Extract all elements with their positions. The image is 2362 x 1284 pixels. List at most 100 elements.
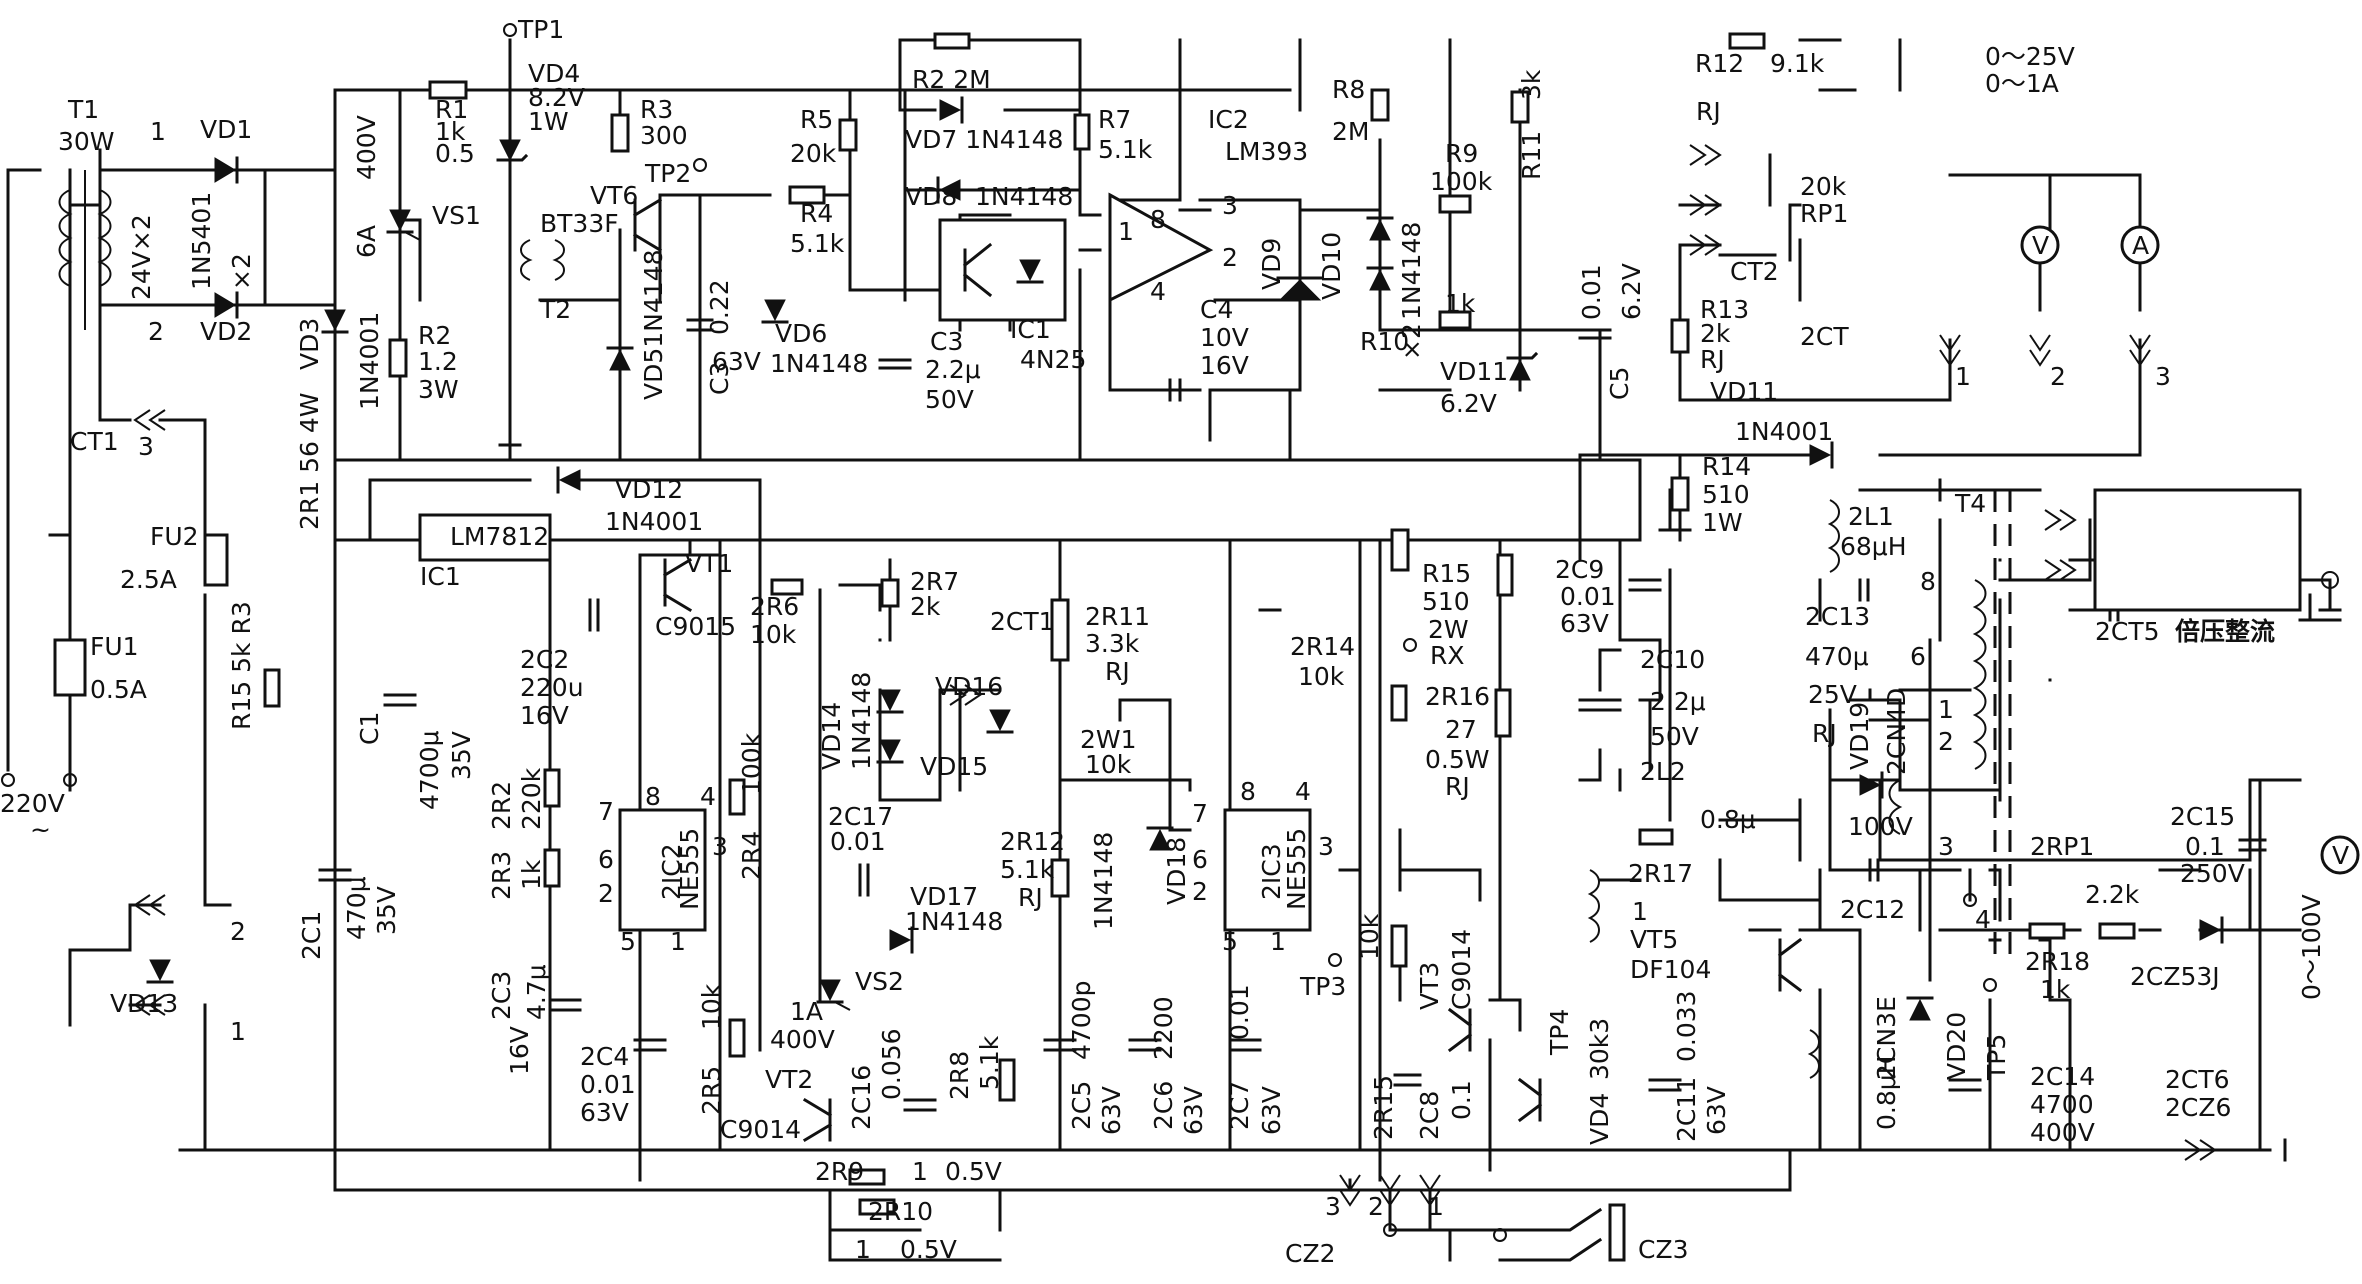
- label-2c14: 2C14: [2030, 1062, 2095, 1091]
- label-vd17-type: 1N4148: [905, 907, 1003, 936]
- label-tp5: TP5: [1982, 1034, 2011, 1081]
- label-r14-v: 510: [1702, 480, 1750, 509]
- label-vd18-type: 1N4148: [1089, 832, 1118, 930]
- label-ic1b: IC1: [420, 562, 461, 591]
- label-2r11-t: RJ: [1105, 657, 1130, 686]
- label-2r9: 2R9: [815, 1157, 864, 1186]
- label-x2: ×2: [227, 253, 256, 290]
- label-vt3: VT3: [1415, 962, 1444, 1010]
- label-vd15: VD15: [920, 752, 988, 781]
- label-vd17: VD17: [910, 882, 978, 911]
- diode-vd10: [1366, 216, 1394, 241]
- label-df104: DF104: [1630, 955, 1711, 984]
- label-2r9-w: 0.5V: [945, 1157, 1002, 1186]
- label-vt6: VT6: [590, 181, 638, 210]
- label-2r1: 2R1 56 4W: [295, 392, 324, 530]
- label-2r4-v: 100k: [737, 732, 766, 795]
- label-c9014: C9014: [720, 1115, 801, 1144]
- label-ne555b: NE555: [1282, 828, 1311, 910]
- label-n1: 1: [150, 117, 166, 146]
- label-2r10: 2R10: [868, 1197, 933, 1226]
- label-c3b-w: 50V: [925, 385, 974, 414]
- inductor-l2: [1587, 869, 1600, 943]
- wires: [6, 38, 2342, 1262]
- label-2r17-v: 0.8μ: [1700, 805, 1756, 834]
- label-2r14: 2R14: [1290, 632, 1355, 661]
- label-r3: R3: [640, 95, 673, 124]
- label-cz2-2: 2: [1368, 1192, 1384, 1221]
- label-r11: R11: [1517, 131, 1546, 180]
- label-1n5401: 1N5401: [187, 192, 216, 290]
- label-vd20-type: 2CN3E: [1872, 996, 1901, 1080]
- label-bt33f: BT33F: [540, 209, 619, 238]
- label-2c13: 2C13: [1805, 602, 1870, 631]
- label-meter-v: 0～25V: [1985, 42, 2075, 71]
- label-2r16-t: RJ: [1445, 772, 1470, 801]
- transformer-t4: [1888, 579, 1987, 835]
- label-2ic3-p2: 2: [1192, 877, 1208, 906]
- label-r11-v: 3k: [1517, 69, 1546, 100]
- label-c4-v: 10V: [1200, 323, 1249, 352]
- label-r15r3: R15 5k R3: [227, 601, 256, 730]
- component-labels: T1 30W 1 2 24V×2 VD1 VD2 1N5401 ×2 CT1 3…: [0, 15, 2349, 1268]
- label-cz2-3: 3: [1325, 1192, 1341, 1221]
- label-2c16: 2C16: [847, 1065, 876, 1130]
- label-2r16-v: 27: [1445, 715, 1477, 744]
- label-2ic2-p1: 1: [670, 927, 686, 956]
- label-2ct: 2CT: [1800, 322, 1849, 351]
- label-vs1-v1: 400V: [352, 115, 381, 180]
- label-c4-w: 16V: [1200, 351, 1249, 380]
- label-cz3: CZ3: [1638, 1235, 1689, 1264]
- label-vd11: VD11: [1440, 357, 1508, 386]
- diode-vd6: [761, 299, 789, 324]
- diode-vd13: [146, 959, 174, 984]
- label-2c5-w: 63V: [1097, 1086, 1126, 1135]
- diode-vd14b: [876, 739, 904, 764]
- label-2c4: 2C4: [580, 1042, 629, 1071]
- label-2ic2-p3: 3: [712, 832, 728, 861]
- diode-vd7: [939, 96, 964, 124]
- label-r7-v: 5.1k: [1098, 135, 1153, 164]
- label-c1-w: 35V: [447, 731, 476, 780]
- label-2ic3-p1: 1: [1270, 927, 1286, 956]
- label-vd14: VD14: [817, 702, 846, 770]
- diode-vd14: [876, 689, 904, 714]
- label-2c15: 2C15: [2170, 802, 2235, 831]
- label-2r12: 2R12: [1000, 827, 1065, 856]
- label-c3b: C3: [930, 327, 963, 356]
- label-r10: R10: [1360, 327, 1409, 356]
- label-2ic2: 2IC2: [657, 843, 686, 900]
- label-2c3: 2C3: [487, 971, 516, 1020]
- label-c5: C5: [1605, 367, 1634, 400]
- label-vs2-v: 1A: [790, 997, 823, 1026]
- label-t4-2: 2: [1938, 727, 1954, 756]
- label-2c10-w: 50V: [1650, 722, 1699, 751]
- label-vd8: VD8: [905, 182, 957, 211]
- label-vd11b: VD11: [1710, 377, 1778, 406]
- label-ct2: CT2: [1730, 257, 1779, 286]
- label-vd4b-v: 30k3: [1585, 1018, 1614, 1080]
- label-2ic2-p6: 6: [598, 845, 614, 874]
- label-2c13-t: RJ: [1812, 719, 1837, 748]
- label-c9014b: C9014: [1447, 929, 1476, 1010]
- label-t4-6: 6: [1910, 642, 1926, 671]
- label-2ic2-p2: 2: [598, 879, 614, 908]
- zener-vd4: [496, 139, 529, 162]
- label-vd12-type: 1N4001: [605, 507, 703, 536]
- label-t1: T1: [67, 95, 99, 124]
- label-2ic2-p5: 5: [620, 927, 636, 956]
- label-lm7812: LM7812: [450, 522, 549, 551]
- label-tp2: TP2: [644, 159, 691, 188]
- label-mains: 220V: [0, 789, 65, 818]
- label-c3n: 3: [2155, 362, 2171, 391]
- label-vb: V: [2332, 841, 2349, 870]
- label-vd1: VD1: [200, 115, 252, 144]
- label-2c3-v: 4.7μ: [522, 964, 551, 1020]
- label-2l1: 2L1: [1848, 502, 1894, 531]
- label-rp1-v: 20k: [1800, 172, 1847, 201]
- label-2ct1: 2CT1: [990, 607, 1055, 636]
- label-vs2-w: 400V: [770, 1025, 835, 1054]
- label-doubler: 倍压整流: [2175, 617, 2275, 646]
- label-r14-w: 1W: [1702, 508, 1743, 537]
